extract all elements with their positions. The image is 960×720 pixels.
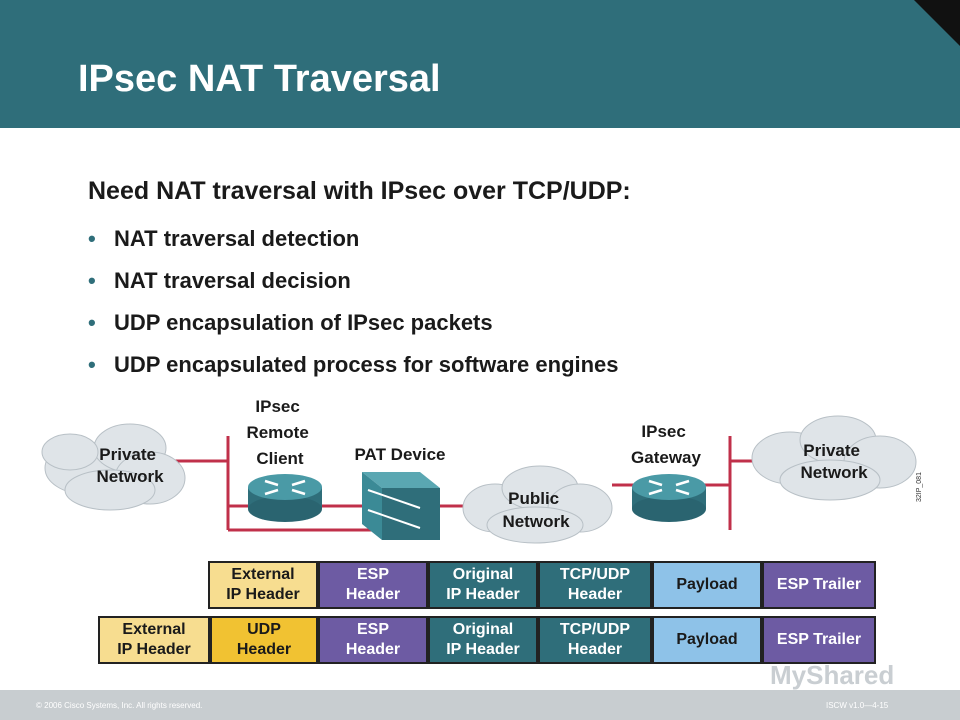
packet-cell-payload: Payload (652, 561, 762, 609)
remote-client-label: IPsec Remote Client (246, 397, 313, 468)
bullet-list: •NAT traversal detection •NAT traversal … (88, 225, 619, 393)
packet-cell-esp-trailer: ESP Trailer (762, 561, 876, 609)
router-icon (248, 474, 322, 522)
title-bar: IPsec NAT Traversal (0, 0, 960, 128)
corner-decoration (914, 0, 960, 46)
private-network-right-label: Private Network (800, 441, 868, 482)
pat-device-icon (362, 472, 440, 540)
bullet-dot-icon: • (88, 352, 96, 377)
footer: © 2006 Cisco Systems, Inc. All rights re… (0, 690, 960, 720)
watermark: MyShared (770, 660, 895, 690)
packet-cell-esp-trailer: ESP Trailer (762, 616, 876, 664)
cloud-icon (462, 465, 613, 544)
cloud-icon (751, 415, 917, 501)
figure-code: 32IP_081 (916, 472, 923, 502)
public-network-label: Public Network (502, 489, 570, 531)
gateway-label: IPsec Gateway (631, 422, 701, 467)
bullet-item: •NAT traversal detection (88, 226, 360, 251)
bullet-dot-icon: • (88, 226, 96, 251)
network-diagram: Private Network IPsec Remote Client PAT … (41, 397, 917, 544)
footer-copyright: © 2006 Cisco Systems, Inc. All rights re… (36, 701, 203, 710)
main-heading: Need NAT traversal with IPsec over TCP/U… (88, 177, 631, 205)
bullet-dot-icon: • (88, 268, 96, 293)
cloud-icon (41, 423, 186, 511)
bullet-item: •NAT traversal decision (88, 268, 351, 293)
private-network-left-label: Private Network (96, 445, 164, 486)
slide-title: IPsec NAT Traversal (78, 58, 441, 100)
bullet-item: •UDP encapsulation of IPsec packets (88, 310, 493, 335)
router-icon (632, 474, 706, 522)
bullet-item: •UDP encapsulated process for software e… (88, 352, 619, 377)
pat-device-label: PAT Device (354, 445, 445, 464)
bullet-dot-icon: • (88, 310, 96, 335)
footer-course-code: ISCW v1.0—4-15 (826, 701, 889, 710)
packet-cell-payload: Payload (652, 616, 762, 664)
